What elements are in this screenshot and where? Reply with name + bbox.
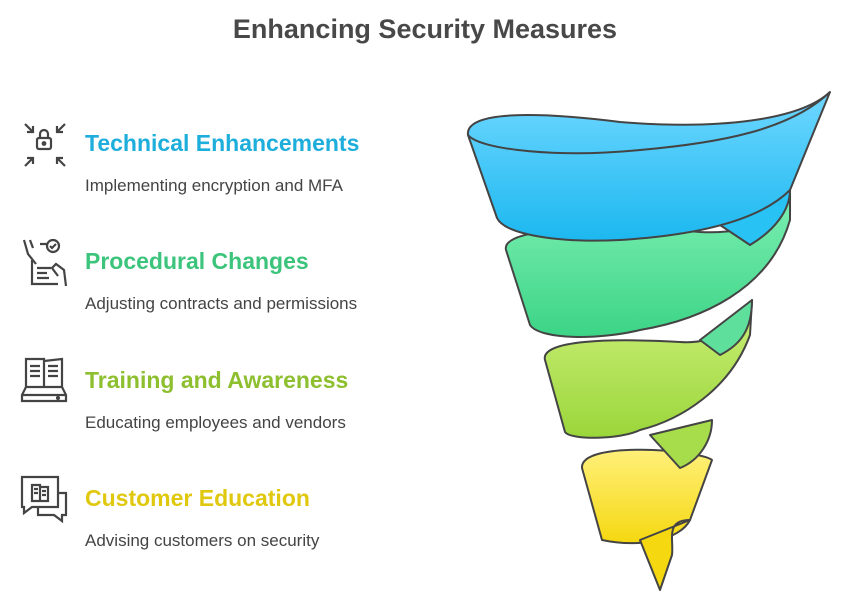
item-description: Adjusting contracts and permissions [85, 294, 358, 313]
page-title: Enhancing Security Measures [232, 14, 618, 44]
item-technical-enhancements: Technical Enhancements Implementing encr… [20, 120, 440, 220]
item-description: Advising customers on security [85, 531, 320, 550]
item-heading: Procedural Changes [85, 248, 309, 274]
item-procedural-changes: Procedural Changes Adjusting contracts a… [20, 238, 440, 338]
item-description: Educating employees and vendors [85, 413, 346, 432]
funnel-band-training-awareness [543, 299, 753, 439]
item-heading: Customer Education [85, 485, 310, 511]
item-description: Implementing encryption and MFA [85, 176, 343, 195]
item-heading: Technical Enhancements [85, 130, 360, 156]
open-book-icon [20, 357, 68, 403]
item-customer-education: Customer Education Advising customers on… [20, 475, 440, 575]
funnel-band-customer-education [580, 448, 713, 545]
item-training-awareness: Training and Awareness Educating employe… [20, 357, 440, 457]
item-heading: Training and Awareness [85, 367, 349, 393]
lock-arrows-icon [24, 123, 66, 167]
document-hands-check-icon [22, 238, 68, 287]
chat-bubbles-icon [20, 475, 68, 524]
